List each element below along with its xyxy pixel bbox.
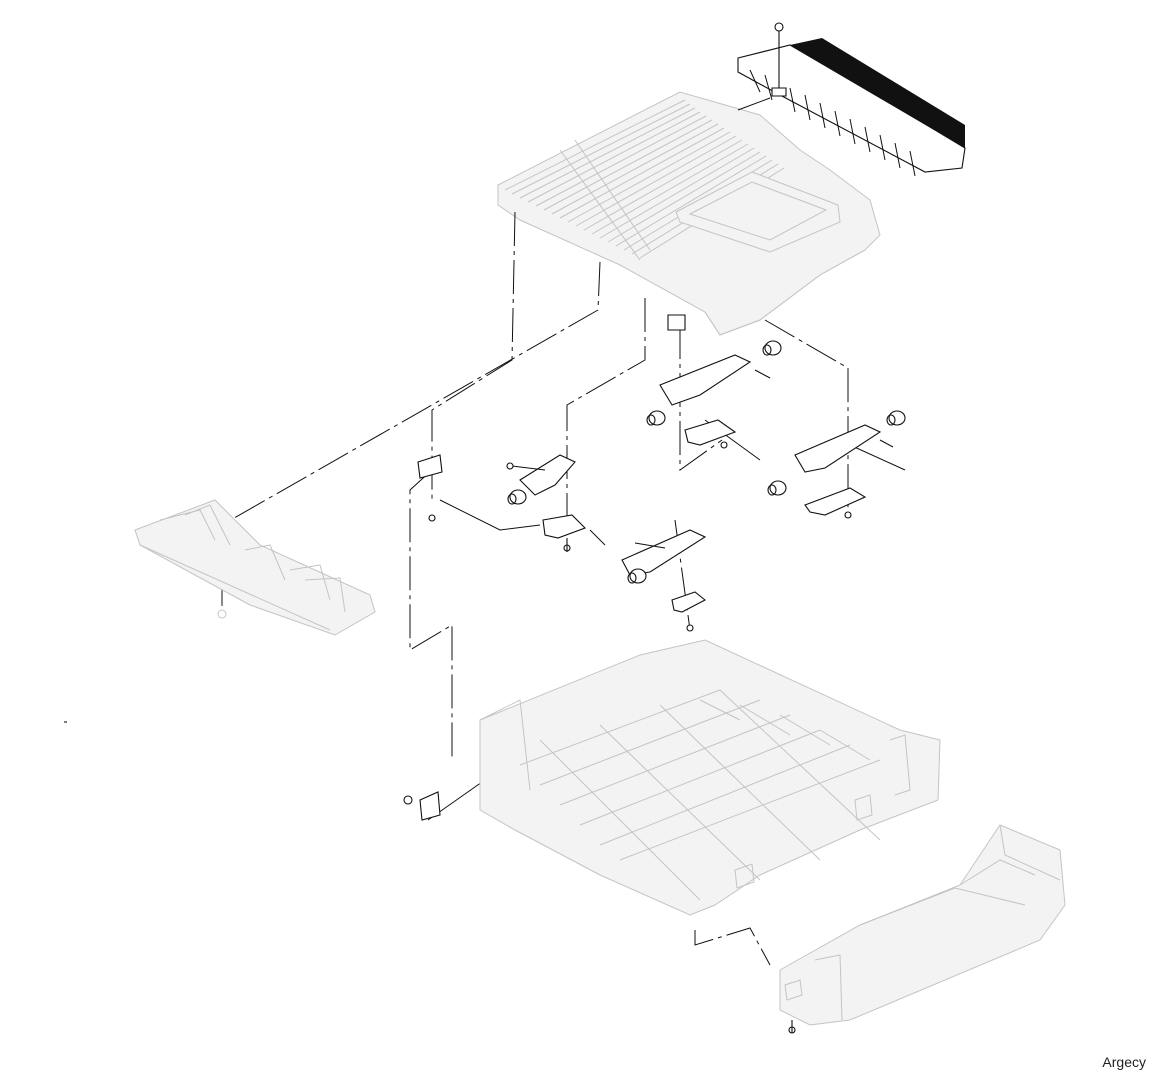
small-brackets [403,454,796,1034]
roller-assembly-3 [767,410,906,519]
top-cover [497,91,881,336]
paper-feed-frame [479,639,941,916]
roller-assembly-1 [506,454,586,552]
roller-assembly-4 [621,529,707,632]
right-side-cover [779,824,1066,1026]
watermark: Argecy [1102,1054,1146,1070]
rear-cover [737,22,966,177]
roller-assembly-2 [646,314,782,449]
left-paper-guide [134,499,376,636]
